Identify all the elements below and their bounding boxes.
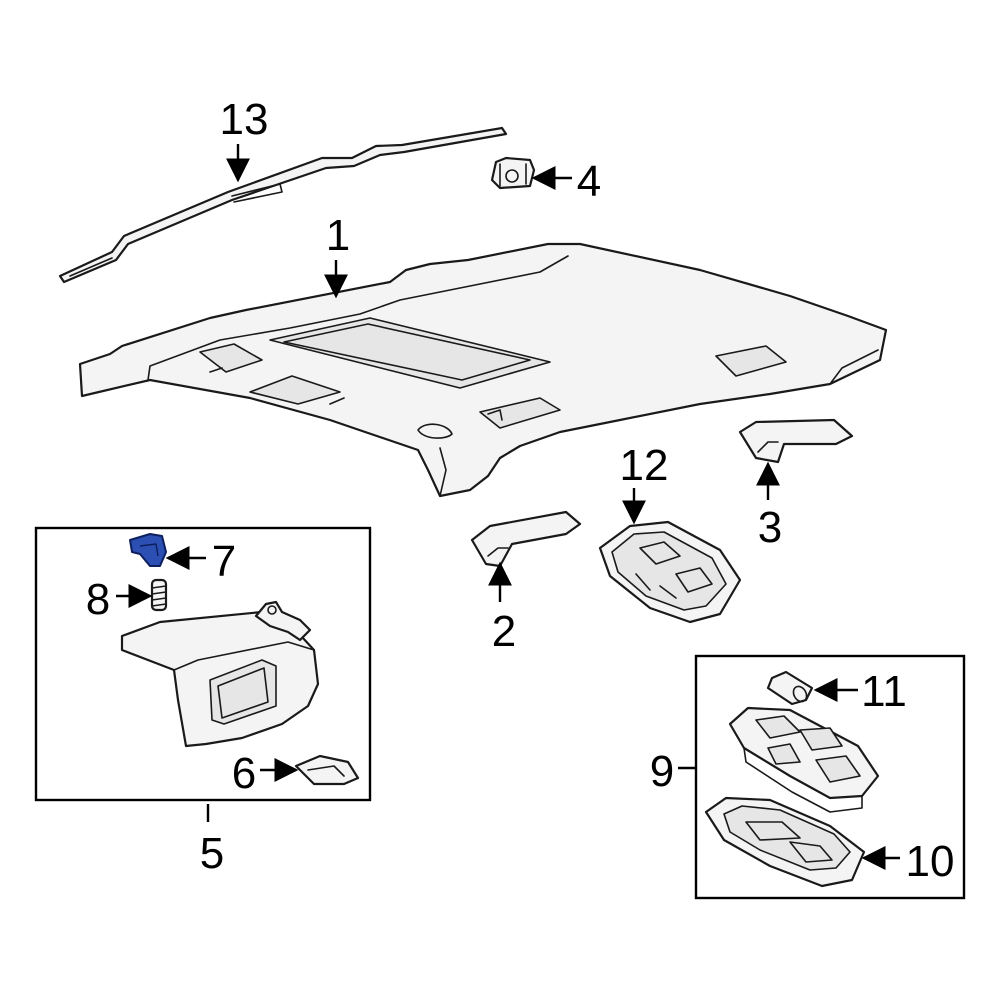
callout-10: 10 [906, 837, 955, 886]
callout-8: 8 [86, 575, 110, 624]
part-11-bulb [766, 670, 814, 706]
callout-2: 2 [492, 607, 516, 656]
part-7-visor-bracket [129, 533, 167, 567]
part-6-visor-clip [294, 754, 360, 786]
callout-12: 12 [620, 441, 669, 490]
callout-13: 13 [220, 95, 269, 144]
part-8-visor-screw [150, 578, 168, 612]
callout-9: 9 [650, 747, 674, 796]
callout-labels: 13 4 1 12 3 2 7 8 6 5 9 11 10 [86, 95, 955, 886]
part-9-dome-lamp-housing [728, 706, 880, 813]
leaders [116, 144, 900, 870]
callout-5: 5 [200, 829, 224, 878]
part-12-overhead-console [598, 520, 742, 624]
part-10-dome-lamp-lens [704, 796, 866, 888]
part-5-sun-visor [120, 600, 320, 748]
visor-group-box [34, 526, 372, 802]
callout-4: 4 [577, 157, 601, 206]
part-1-headliner [78, 242, 888, 498]
part-4-retainer-clip [490, 156, 536, 190]
callout-6: 6 [232, 749, 256, 798]
part-2-grab-handle-front [470, 510, 582, 568]
callout-1: 1 [326, 211, 350, 260]
callout-11: 11 [861, 667, 907, 716]
callout-3: 3 [758, 503, 782, 552]
part-3-grab-handle-rear [738, 418, 854, 464]
part-13-roof-rail-molding [58, 126, 508, 284]
callout-7: 7 [212, 537, 236, 586]
dome-lamp-box [694, 654, 966, 900]
